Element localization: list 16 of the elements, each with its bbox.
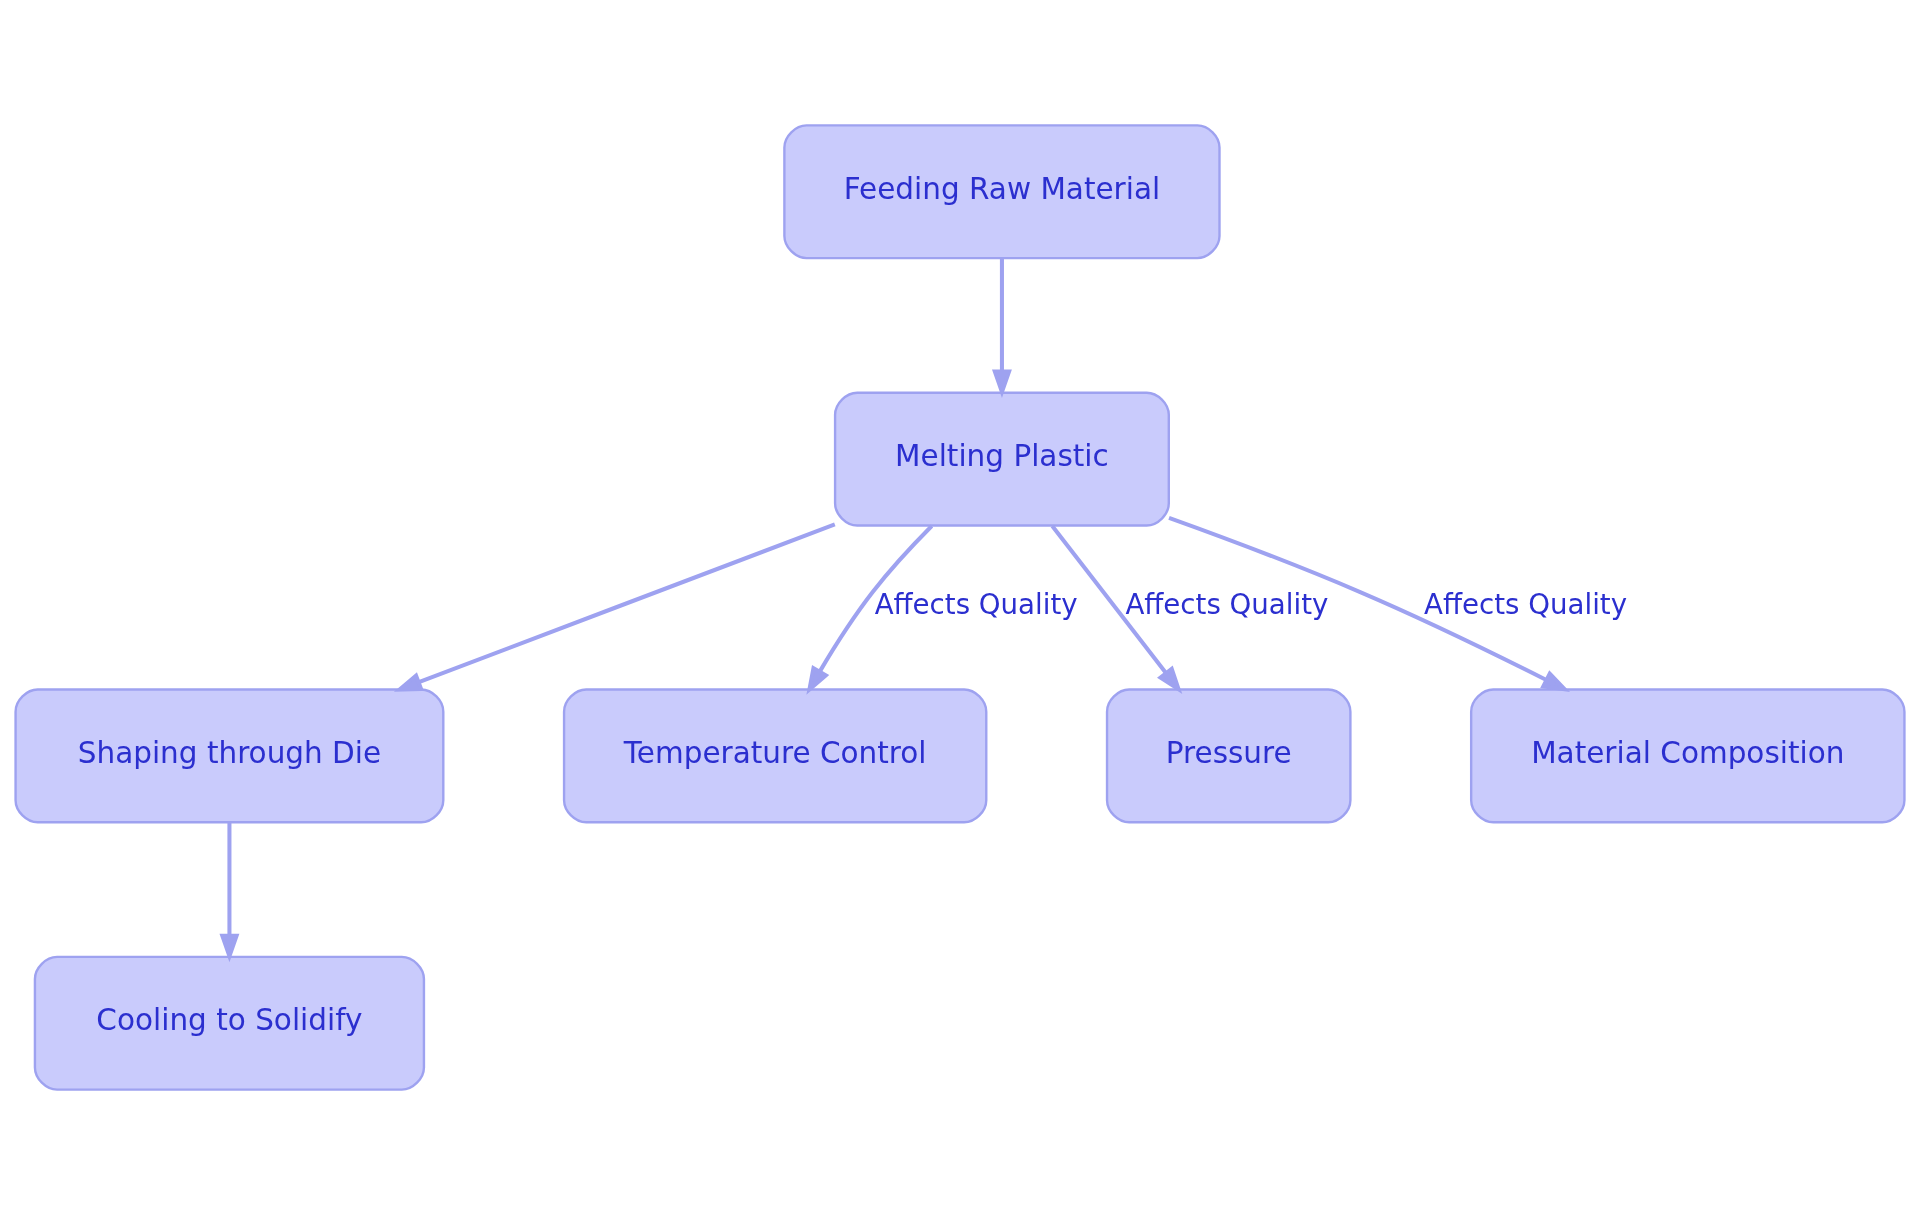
edge-label: Affects Quality [874, 587, 1078, 621]
node-box: Shaping through Die [14, 688, 445, 824]
node-box: Temperature Control [562, 688, 988, 824]
arrow [393, 522, 836, 692]
arrow [219, 822, 240, 963]
edge-label: Affects Quality [1424, 587, 1628, 621]
node-box: Feeding Raw Material [783, 124, 1221, 260]
node-box: Melting Plastic [833, 391, 1170, 527]
node-box: Pressure [1105, 688, 1352, 824]
arrow [806, 524, 934, 695]
node-box: Material Composition [1469, 688, 1906, 824]
arrow [992, 258, 1012, 399]
edge-label: Affects Quality [1125, 587, 1329, 621]
arrow [1168, 515, 1571, 692]
arrow [1050, 524, 1183, 695]
node-box: Cooling to Solidify [33, 955, 426, 1091]
